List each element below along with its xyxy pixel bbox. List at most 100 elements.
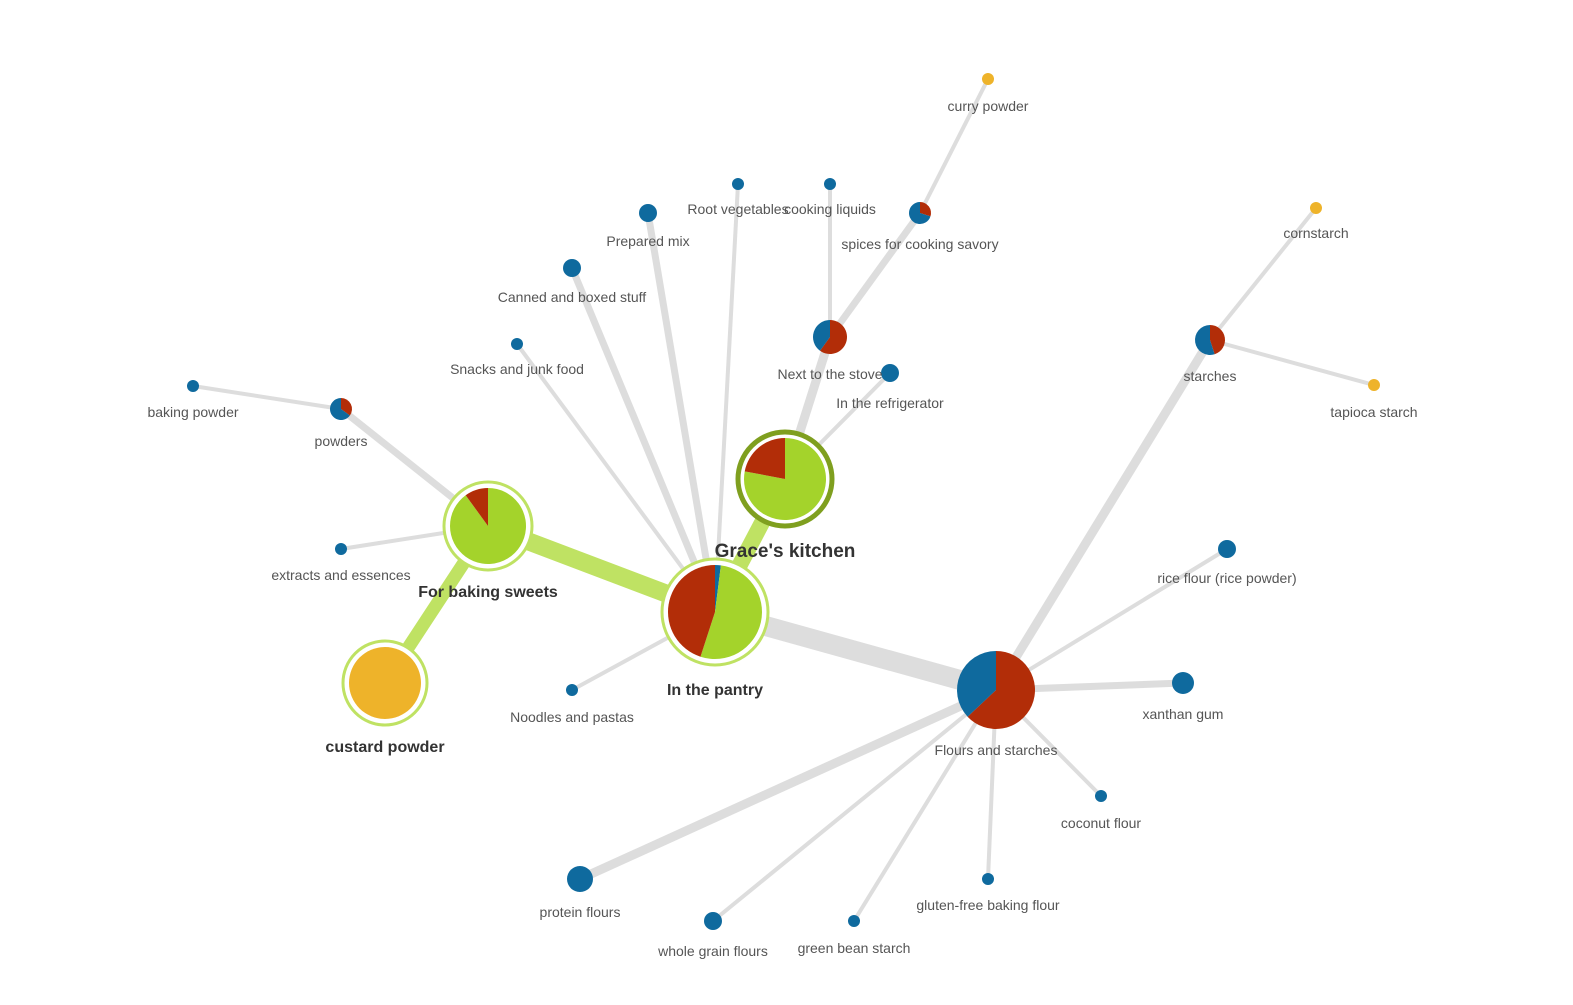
leaf-dot [824, 178, 836, 190]
nodes-layer [187, 73, 1380, 930]
node-for-baking-sweets[interactable] [442, 480, 534, 572]
edges-layer [192, 78, 1375, 923]
leaf-dot [982, 73, 994, 85]
node-next-to-the-stove[interactable] [812, 320, 847, 354]
node-whole-grain-flours[interactable] [704, 912, 722, 930]
pie-slice-red [820, 320, 847, 354]
pie-slice-red [465, 488, 488, 526]
leaf-dot [566, 684, 578, 696]
leaf-dot [704, 912, 722, 930]
label-starches: starches [1184, 368, 1237, 384]
leaf-dot [1368, 379, 1380, 391]
leaf-dot [1218, 540, 1236, 558]
leaf-dot [639, 204, 657, 222]
leaf-dot [335, 543, 347, 555]
label-coconut-flour: coconut flour [1061, 815, 1141, 831]
node-noodles-and-pastas[interactable] [566, 684, 578, 696]
leaf-dot [848, 915, 860, 927]
node-canned-and-boxed-stuff[interactable] [563, 259, 581, 277]
label-next-to-the-stove: Next to the stove [777, 366, 882, 382]
label-tapioca-starch: tapioca starch [1330, 404, 1417, 420]
label-spices-for-cooking-savory: spices for cooking savory [841, 236, 998, 252]
node-in-the-pantry[interactable] [660, 557, 770, 667]
node-starches[interactable] [1195, 325, 1226, 355]
pie-slice-green [743, 438, 826, 520]
label-powders: powders [315, 433, 368, 449]
node-protein-flours[interactable] [567, 866, 593, 892]
edge-flours-and-starches-to-rice-flour [994, 547, 1229, 692]
label-in-the-refrigerator: In the refrigerator [836, 395, 944, 411]
pie-slice-red [1210, 325, 1226, 355]
label-in-the-pantry: In the pantry [667, 682, 763, 699]
node-flours-and-starches[interactable] [957, 651, 1036, 729]
leaf-dot [881, 364, 899, 382]
label-flours-and-starches: Flours and starches [935, 742, 1058, 758]
node-prepared-mix[interactable] [639, 204, 657, 222]
edge-in-the-pantry-to-root-vegetables [713, 183, 740, 613]
leaf-dot [982, 873, 994, 885]
pie-slice-red [744, 438, 785, 479]
leaf-dot [567, 866, 593, 892]
pie-slice-blue [909, 202, 931, 224]
label-baking-powder: baking powder [147, 404, 238, 420]
node-in-the-refrigerator[interactable] [881, 364, 899, 382]
node-coconut-flour[interactable] [1095, 790, 1107, 802]
node-baking-powder[interactable] [187, 380, 199, 392]
edge-flours-and-starches-to-whole-grain-flours [711, 688, 998, 923]
labels-layer: Grace's kitchen In the pantry For baking s… [147, 98, 1417, 959]
pie-slice-red [668, 565, 715, 657]
pie-slice-green [700, 565, 763, 659]
label-snacks-and-junk-food: Snacks and junk food [450, 361, 584, 377]
node-graces-kitchen[interactable] [735, 429, 835, 529]
label-curry-powder: curry powder [948, 98, 1029, 114]
edge-starches-to-tapioca-starch [1209, 338, 1375, 387]
pie-slice-red [920, 202, 932, 217]
node-gluten-free-baking-flour[interactable] [982, 873, 994, 885]
leaf-dot [563, 259, 581, 277]
label-canned-and-boxed-stuff: Canned and boxed stuff [498, 289, 647, 305]
edge-next-to-the-stove-to-spices-for-cooking-savory [827, 210, 923, 340]
label-cooking-liquids: cooking liquids [784, 201, 876, 217]
node-cooking-liquids[interactable] [824, 178, 836, 190]
pie-slice-blue [1195, 325, 1215, 355]
label-for-baking-sweets: For baking sweets [418, 584, 558, 601]
leaf-dot [1095, 790, 1107, 802]
label-root-vegetables: Root vegetables [687, 201, 788, 217]
node-snacks-and-junk-food[interactable] [511, 338, 523, 350]
node-extracts-and-essences[interactable] [335, 543, 347, 555]
node-custard-powder[interactable] [341, 639, 429, 727]
leaf-dot [511, 338, 523, 350]
label-xanthan-gum: xanthan gum [1143, 706, 1224, 722]
label-graces-kitchen: Grace's kitchen [715, 541, 856, 562]
edge-flours-and-starches-to-green-bean-starch [852, 688, 998, 923]
pie-slice-red [967, 651, 1036, 729]
node-root-vegetables[interactable] [732, 178, 744, 190]
leaf-dot [1310, 202, 1322, 214]
edge-spices-for-cooking-savory-to-curry-powder [918, 78, 990, 214]
leaf-dot [1172, 672, 1194, 694]
edge-starches-to-cornstarch [1208, 206, 1318, 342]
pie-slice-blue [812, 320, 830, 351]
node-green-bean-starch[interactable] [848, 915, 860, 927]
pie-slice-blue [715, 565, 721, 612]
label-cornstarch: cornstarch [1283, 225, 1348, 241]
label-prepared-mix: Prepared mix [606, 233, 689, 249]
node-rice-flour[interactable] [1218, 540, 1236, 558]
edge-in-the-pantry-to-prepared-mix [644, 212, 719, 613]
leaf-dot [187, 380, 199, 392]
pie-slice-yellow [349, 647, 421, 719]
label-whole-grain-flours: whole grain flours [657, 943, 768, 959]
leaf-dot [732, 178, 744, 190]
node-powders[interactable] [330, 398, 352, 420]
label-gluten-free-baking-flour: gluten-free baking flour [916, 897, 1060, 913]
node-cornstarch[interactable] [1310, 202, 1322, 214]
label-green-bean-starch: green bean starch [798, 940, 911, 956]
node-tapioca-starch[interactable] [1368, 379, 1380, 391]
node-curry-powder[interactable] [982, 73, 994, 85]
pie-slice-blue [957, 651, 996, 717]
node-spices-for-cooking-savory[interactable] [909, 202, 932, 224]
node-xanthan-gum[interactable] [1172, 672, 1194, 694]
edge-powders-to-baking-powder [192, 384, 342, 411]
label-custard-powder: custard powder [325, 739, 444, 756]
